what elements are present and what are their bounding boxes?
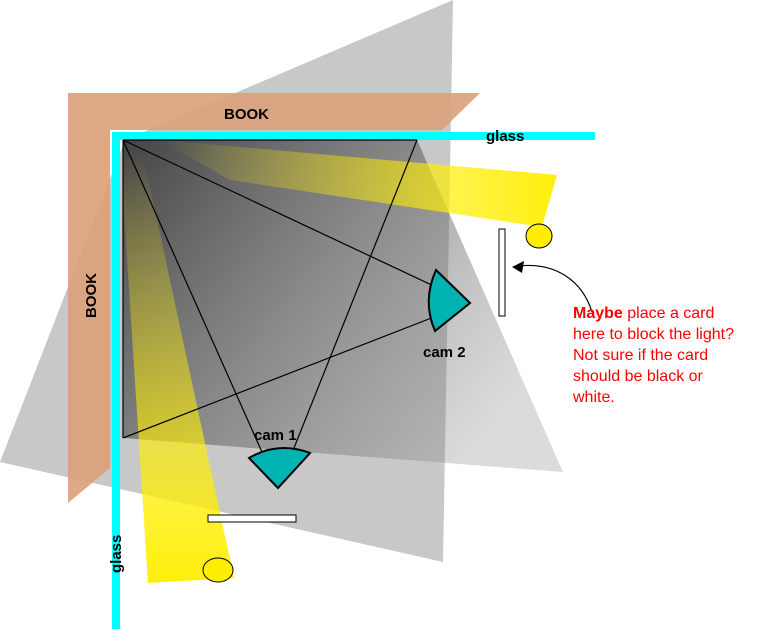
- cam1-icon: [247, 447, 312, 490]
- glass-left-label: glass: [108, 535, 125, 573]
- projection-wedge-2: [123, 140, 563, 472]
- book-top-label: BOOK: [224, 106, 269, 123]
- glass-top-label: glass: [486, 128, 524, 145]
- light-source-bottom: [202, 557, 234, 583]
- light-source-right: [525, 223, 553, 249]
- cam2-label: cam 2: [423, 344, 466, 361]
- light-beam-left: [120, 150, 234, 583]
- card-vertical: [498, 228, 506, 317]
- annotation-arrow: [517, 264, 593, 313]
- note-line-2: here to block the light?: [573, 326, 734, 343]
- note-line-1-text: place a card: [622, 305, 715, 322]
- book-left-label: BOOK: [83, 273, 100, 318]
- fov-lines: [122, 139, 471, 489]
- cam1-label: cam 1: [254, 427, 297, 444]
- note-line-5: white.: [573, 389, 615, 406]
- note-line-3: Not sure if the card: [573, 347, 709, 364]
- annotation-note: Maybe place a card here to block the lig…: [573, 303, 757, 408]
- note-line-1: Maybe place a card: [573, 303, 757, 324]
- book-shape: [68, 93, 480, 503]
- cam2-icon: [427, 268, 472, 333]
- note-line-4: should be black or: [573, 368, 703, 385]
- light-beam-top: [160, 140, 557, 227]
- card-horizontal: [207, 514, 297, 523]
- note-bold: Maybe: [573, 305, 623, 322]
- arrowhead-icon: [512, 261, 524, 273]
